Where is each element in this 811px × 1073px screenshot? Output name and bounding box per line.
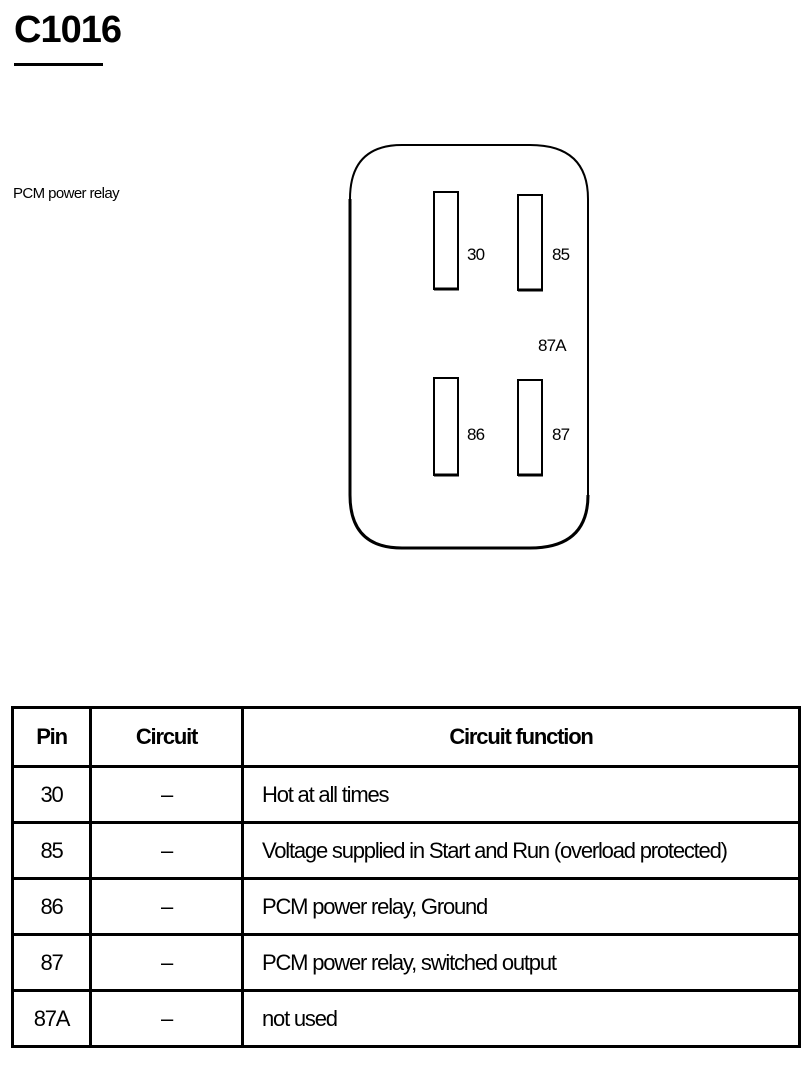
cell-circuit: – [89,989,244,1048]
cell-pin: 87A [11,989,92,1048]
cell-circuit: – [89,877,244,936]
title-underline [14,63,103,66]
cell-circuit: – [89,821,244,880]
table-row: 87A – not used [11,989,801,1048]
table-row: 87 – PCM power relay, switched output [11,933,801,992]
connector-housing-shadow [348,199,590,550]
pin-label-86: 86 [467,425,485,444]
pin-label-85: 85 [552,245,570,264]
cell-pin: 86 [11,877,92,936]
pin-85-terminal [517,194,543,291]
table-header-row: Pin Circuit Circuit function [11,706,801,768]
cell-function: Hot at all times [241,765,801,824]
header-circuit: Circuit [89,706,244,768]
cell-circuit: – [89,765,244,824]
cell-function: not used [241,989,801,1048]
pin-label-87: 87 [552,425,570,444]
pin-label-87a: 87A [538,336,567,355]
cell-pin: 30 [11,765,92,824]
table-row: 85 – Voltage supplied in Start and Run (… [11,821,801,880]
pin-30-terminal [433,191,459,290]
connector-id: C1016 [14,9,122,51]
cell-function: PCM power relay, switched output [241,933,801,992]
connector-face-diagram: 30 85 87A 86 87 [340,135,600,565]
pin-86-terminal [433,377,459,476]
cell-pin: 87 [11,933,92,992]
cell-function: PCM power relay, Ground [241,877,801,936]
cell-pin: 85 [11,821,92,880]
pinout-table: Pin Circuit Circuit function 30 – Hot at… [11,706,801,1048]
table-row: 30 – Hot at all times [11,765,801,824]
header-circuit-function: Circuit function [241,706,801,768]
pin-label-30: 30 [467,245,485,264]
table-row: 86 – PCM power relay, Ground [11,877,801,936]
cell-function: Voltage supplied in Start and Run (overl… [241,821,801,880]
pin-87-terminal [517,379,543,476]
header-pin: Pin [11,706,92,768]
cell-circuit: – [89,933,244,992]
connector-description: PCM power relay [13,185,120,202]
